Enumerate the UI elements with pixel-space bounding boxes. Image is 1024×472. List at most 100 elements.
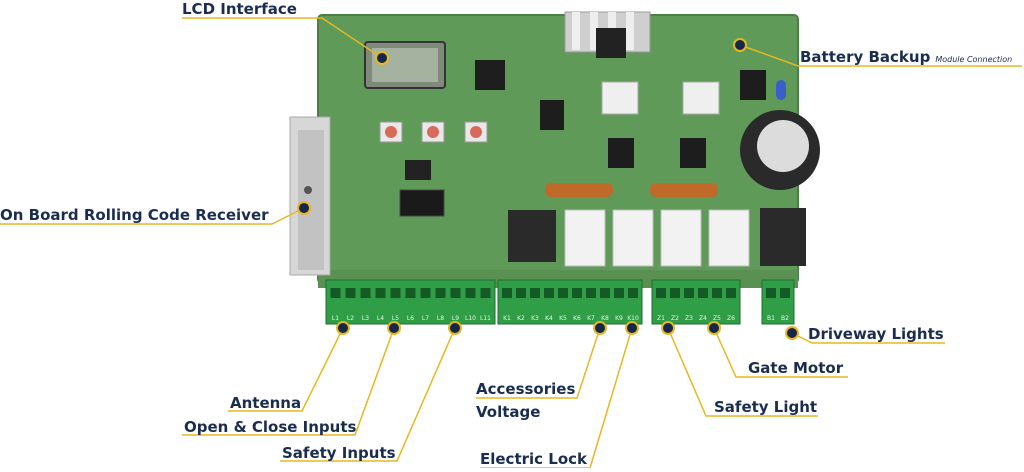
transistor-2 [608,138,634,168]
terminal-label: K5 [559,315,567,322]
terminal-label: K9 [615,315,623,322]
terminal-screw [450,288,461,298]
terminal-screw [465,288,476,298]
label-gate-motor: Gate Motor [748,359,844,377]
terminal-label: L7 [422,315,429,322]
relays [508,208,806,267]
terminal-label: L11 [480,315,491,322]
label-battery-backup-main: Battery Backup [800,48,931,66]
leader-battery [739,44,1022,67]
terminal-label: K10 [627,315,639,322]
terminal-screw [656,288,666,298]
transistor-3 [680,138,706,168]
terminal-screw [516,288,526,298]
inductor-2 [650,183,718,197]
label-open-close-inputs: Open & Close Inputs [184,418,357,436]
terminal-screw [628,288,638,298]
terminal-screw [375,288,386,298]
terminal-label: B2 [781,315,789,322]
terminal-label: K6 [573,315,581,322]
leader-receiver [0,207,305,225]
label-lcd-interface: LCD Interface [182,0,297,18]
terminal-label: B1 [767,315,775,322]
terminal-screw [390,288,401,298]
terminal-label: L2 [347,315,354,322]
label-voltage: Voltage [476,403,541,421]
label-battery-backup: Battery Backup Module Connection [800,48,1012,66]
white-connector-2 [682,81,720,115]
receiver-led [304,186,312,194]
terminal-label: L3 [362,315,369,322]
terminal-screw [600,288,610,298]
label-electric-lock: Electric Lock [480,450,588,468]
terminal-screw [360,288,371,298]
leader-gate-motor [713,327,848,378]
terminal-label: L9 [452,315,459,322]
leader-open-close [182,327,395,436]
terminal-screw [530,288,540,298]
terminal-label: Z1 [657,315,665,322]
terminal-label: Z5 [713,315,721,322]
label-driveway-lights: Driveway Lights [808,325,944,343]
dot-lcd [375,51,389,65]
terminal-screw [558,288,568,298]
terminal-screw [480,288,491,298]
terminal-block-left [325,279,496,325]
leader-safety-light [667,327,818,417]
label-rolling-code-receiver: On Board Rolling Code Receiver [0,206,269,224]
dot-accessories [593,321,607,335]
terminal-label: K8 [601,315,609,322]
terminal-label: K2 [517,315,525,322]
terminal-label: Z4 [699,315,707,322]
terminal-screw [502,288,512,298]
terminal-screw [726,288,736,298]
ic-chip [405,160,431,180]
leader-antenna [228,327,344,412]
dot-gate-motor [707,321,721,335]
terminal-screw [614,288,624,298]
terminal-label: Z2 [671,315,679,322]
terminal-screw [435,288,446,298]
transistor-1 [540,100,564,130]
terminal-label: L4 [377,315,384,322]
label-safety-light: Safety Light [714,398,818,416]
white-connector-1 [601,81,639,115]
terminal-label: K7 [587,315,595,322]
dot-battery [733,38,747,52]
terminal-screw [345,288,356,298]
dot-receiver [297,201,311,215]
pin-header [399,189,445,217]
terminal-label: Z3 [685,315,693,322]
leader-accessories [476,327,601,399]
menu-buttons [379,121,488,143]
terminal-block-far [761,279,795,325]
dot-driveway [785,326,799,340]
dot-safety-light [661,321,675,335]
dot-electric-lock [625,321,639,335]
terminal-label: K3 [531,315,539,322]
terminal-screw [780,288,790,298]
heatsink [564,11,651,58]
dot-open-close [387,321,401,335]
label-battery-backup-sub: Module Connection [935,55,1013,64]
terminal-screw [670,288,680,298]
receiver-module-inner [298,130,324,270]
terminal-label: L5 [392,315,399,322]
terminal-screw [330,288,341,298]
dot-antenna [336,321,350,335]
terminal-block-right [651,279,741,325]
terminal-screw [766,288,776,298]
terminal-label: L10 [465,315,476,322]
callout-dots [297,38,799,340]
terminal-block-mid [497,279,643,325]
leader-driveway [791,332,945,344]
terminal-label: K4 [545,315,553,322]
leader-safety-inputs [280,327,456,462]
leader-lcd [182,17,383,59]
terminal-screw [544,288,554,298]
terminal-label: Z6 [727,315,735,322]
dot-safety-inputs [448,321,462,335]
